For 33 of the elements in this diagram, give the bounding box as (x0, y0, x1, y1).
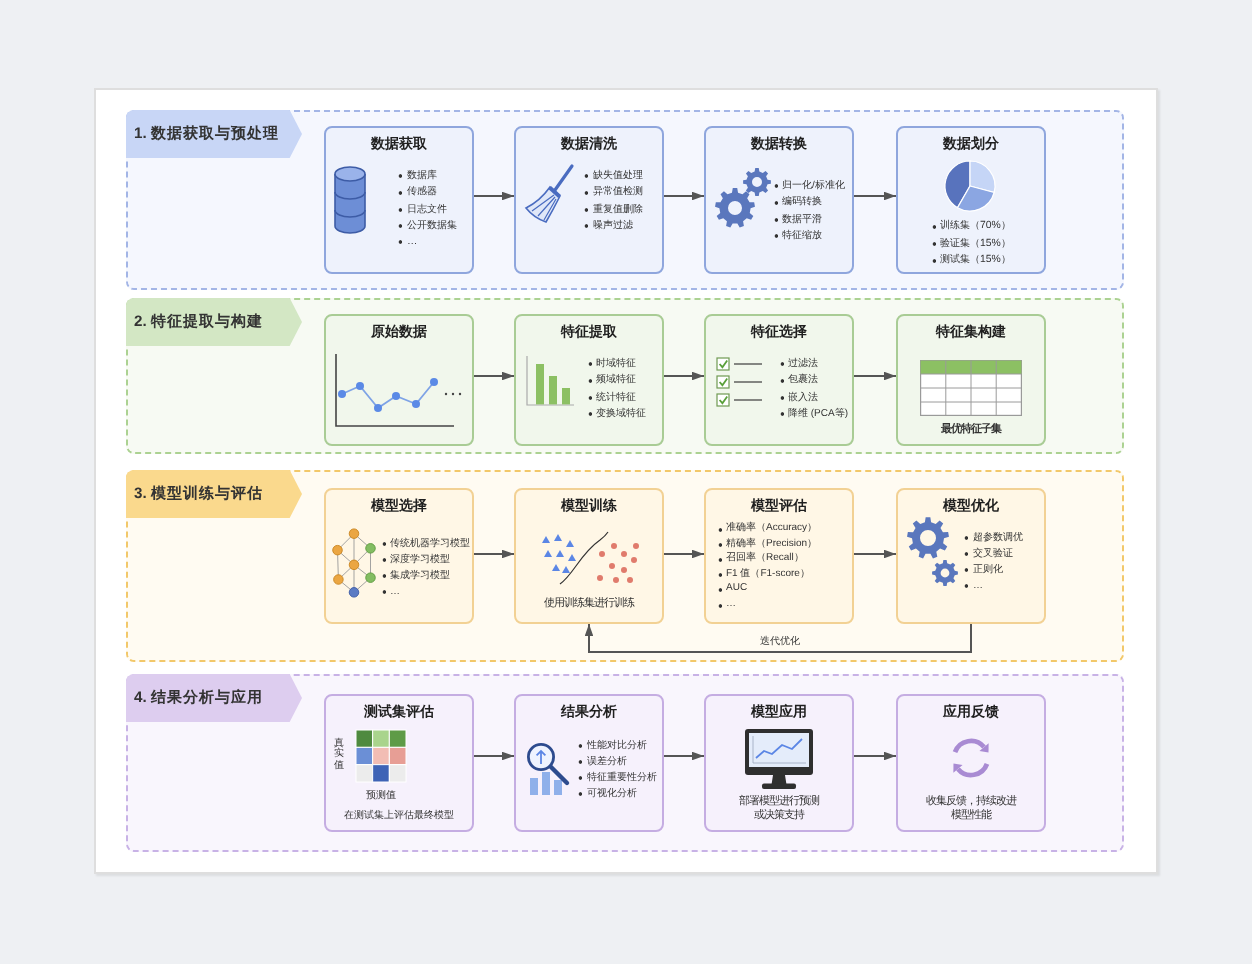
arrow (663, 549, 705, 559)
arrow (663, 371, 705, 381)
process-box (324, 314, 474, 446)
section-panel (126, 298, 1124, 454)
section-panel (126, 110, 1124, 290)
process-box (704, 126, 854, 274)
arrow (853, 549, 897, 559)
arrow (853, 371, 897, 381)
process-box (514, 694, 664, 832)
section-panel (126, 470, 1124, 662)
arrow (584, 623, 972, 653)
arrow (473, 191, 515, 201)
process-box (324, 126, 474, 274)
process-box (704, 488, 854, 624)
process-box (324, 488, 474, 624)
process-box (896, 126, 1046, 274)
arrow (473, 751, 515, 761)
section-panel (126, 674, 1124, 852)
arrow (663, 191, 705, 201)
process-box (514, 488, 664, 624)
process-box (704, 694, 854, 832)
process-box (896, 314, 1046, 446)
arrow (473, 371, 515, 381)
arrow (853, 191, 897, 201)
process-box (704, 314, 854, 446)
process-box (896, 488, 1046, 624)
arrow (473, 549, 515, 559)
process-box (514, 126, 664, 274)
process-box (324, 694, 474, 832)
process-box (896, 694, 1046, 832)
arrow (853, 751, 897, 761)
process-box (514, 314, 664, 446)
arrow (663, 751, 705, 761)
